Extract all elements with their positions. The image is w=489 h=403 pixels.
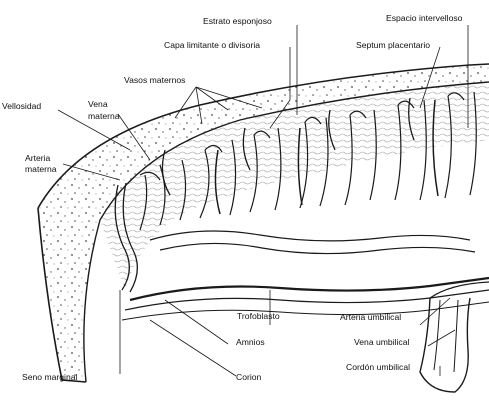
label-vellosidad: Vellosidad xyxy=(2,101,41,111)
label-amnios: Amnios xyxy=(236,337,265,347)
chorionic-plate xyxy=(122,278,489,320)
label-corion: Corion xyxy=(236,372,262,382)
label-arteria-materna-2: materna xyxy=(25,164,57,174)
label-capa-limitante: Capa limitante o divisoria xyxy=(164,40,260,50)
label-vena-materna-1: Vena xyxy=(88,99,108,109)
label-vena-umbilical: Vena umbilical xyxy=(354,337,410,347)
label-seno-marginal: Seno marginal xyxy=(22,372,78,382)
label-arteria-umbilical: Arteria umbilical xyxy=(340,312,401,322)
label-arteria-materna-1: Arteria xyxy=(25,153,51,163)
label-septum-placentario: Septum placentario xyxy=(356,40,430,50)
label-estrato-esponjoso: Estrato esponjoso xyxy=(203,16,272,26)
label-espacio-intervelloso: Espacio intervelloso xyxy=(386,13,463,23)
label-vasos-maternos: Vasos maternos xyxy=(124,75,185,85)
label-vena-materna-2: materna xyxy=(88,111,120,121)
label-cordon-umbilical: Cordón umbilical xyxy=(346,362,410,372)
spongy-layer xyxy=(100,82,489,290)
umbilical-cord xyxy=(420,282,489,392)
label-trofoblasto: Trofoblasto xyxy=(237,311,280,321)
